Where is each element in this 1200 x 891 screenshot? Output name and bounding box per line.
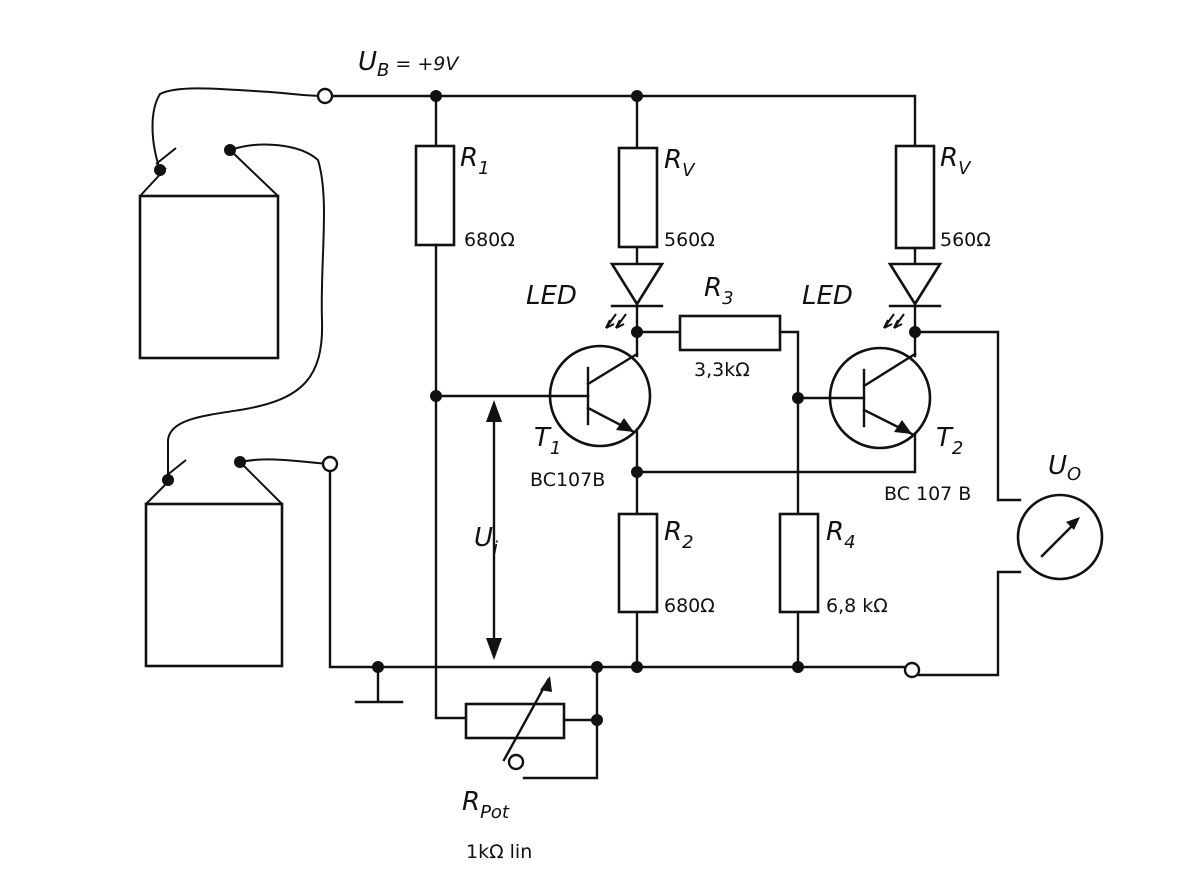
rv-left-label: RV: [664, 145, 696, 181]
t2-label: T2: [936, 423, 963, 459]
input-voltage-arrow-icon: [486, 400, 502, 660]
rv-right-label: RV: [940, 143, 972, 179]
battery-lead-minus: [239, 458, 331, 465]
supply-terminal: [316, 87, 334, 105]
t1-label: T1: [534, 423, 561, 459]
led-left-icon: [605, 262, 665, 329]
r1-value: 680Ω: [464, 229, 515, 251]
rv-right-value: 560Ω: [940, 229, 991, 251]
r4-label: R4: [826, 517, 856, 553]
pot-wiper-terminal: [507, 753, 525, 771]
ground-terminal-left: [321, 455, 339, 473]
voltmeter-icon: [1016, 493, 1104, 581]
battery-top-icon: [138, 144, 280, 360]
npn-transistor-t1-icon: [548, 344, 652, 448]
r3-label: R3: [704, 273, 734, 309]
resistor-r1: [414, 144, 456, 247]
r2-label: R2: [664, 517, 694, 553]
pot-label: RPot: [462, 787, 510, 823]
resistor-rv-right: [894, 144, 936, 250]
t1-type: BC107B: [530, 469, 605, 491]
potentiometer-icon: [464, 676, 566, 762]
led-right-icon: [883, 262, 943, 329]
resistor-rv-left: [617, 146, 659, 249]
supply-label: UB= +9V: [358, 47, 460, 81]
pot-value: 1kΩ lin: [466, 841, 532, 863]
r1-label: R1: [460, 143, 490, 179]
output-terminal: [903, 661, 921, 679]
output-voltage-label: UO: [1048, 451, 1081, 485]
battery-interconnect-lead: [167, 143, 326, 480]
battery-lead-plus: [151, 87, 326, 171]
led-left-label: LED: [526, 281, 577, 311]
resistor-r2: [617, 512, 659, 614]
input-voltage-label: Ui: [474, 523, 498, 559]
battery-bottom-icon: [144, 456, 284, 668]
r4-value: 6,8 kΩ: [826, 595, 888, 617]
r2-value: 680Ω: [664, 595, 715, 617]
resistor-r4: [778, 512, 820, 614]
t2-type: BC 107 B: [884, 483, 971, 505]
r3-value: 3,3kΩ: [694, 359, 750, 381]
rv-left-value: 560Ω: [664, 229, 715, 251]
resistor-r3: [678, 314, 782, 352]
led-right-label: LED: [802, 281, 853, 311]
